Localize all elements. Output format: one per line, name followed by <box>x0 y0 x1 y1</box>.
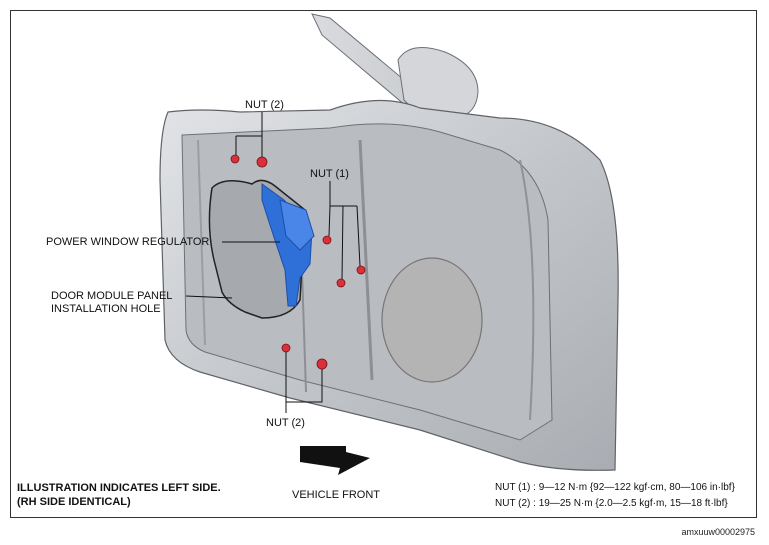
label-hole-line2: INSTALLATION HOLE <box>51 303 161 315</box>
regulator-motor <box>279 199 315 251</box>
label-hole-line1: DOOR MODULE PANEL <box>51 290 173 302</box>
nut-2-marker <box>281 343 291 353</box>
nut-1-marker <box>356 265 366 275</box>
side-note-line2: (RH SIDE IDENTICAL) <box>17 496 131 508</box>
nut-1-marker <box>322 235 332 245</box>
nut-1-marker <box>336 278 346 288</box>
nut-2-marker <box>230 154 240 164</box>
speaker-opening <box>381 257 483 383</box>
side-note-line1: ILLUSTRATION INDICATES LEFT SIDE. <box>17 482 221 494</box>
label-nut-2-top: NUT (2) <box>245 99 284 111</box>
torque-spec-nut-1: NUT (1) : 9—12 N·m {92—122 kgf·cm, 80—10… <box>495 482 735 493</box>
label-power-window-regulator: POWER WINDOW REGULATOR <box>46 236 210 248</box>
door-rib <box>519 159 535 421</box>
window-regulator <box>261 183 313 307</box>
torque-spec-nut-2: NUT (2) : 19—25 N·m {2.0—2.5 kgf·m, 15—1… <box>495 498 728 509</box>
label-nut-2-bottom: NUT (2) <box>266 417 305 429</box>
door-rib <box>197 139 206 346</box>
label-vehicle-front: VEHICLE FRONT <box>292 489 381 501</box>
door-rib <box>358 139 374 381</box>
figure-code: amxuuw00002975 <box>681 527 755 537</box>
nut-2-marker <box>256 156 268 168</box>
label-nut-1: NUT (1) <box>310 168 349 180</box>
vehicle-front-arrow <box>300 446 370 475</box>
nut-2-marker <box>316 358 328 370</box>
leader-lines <box>185 112 361 413</box>
